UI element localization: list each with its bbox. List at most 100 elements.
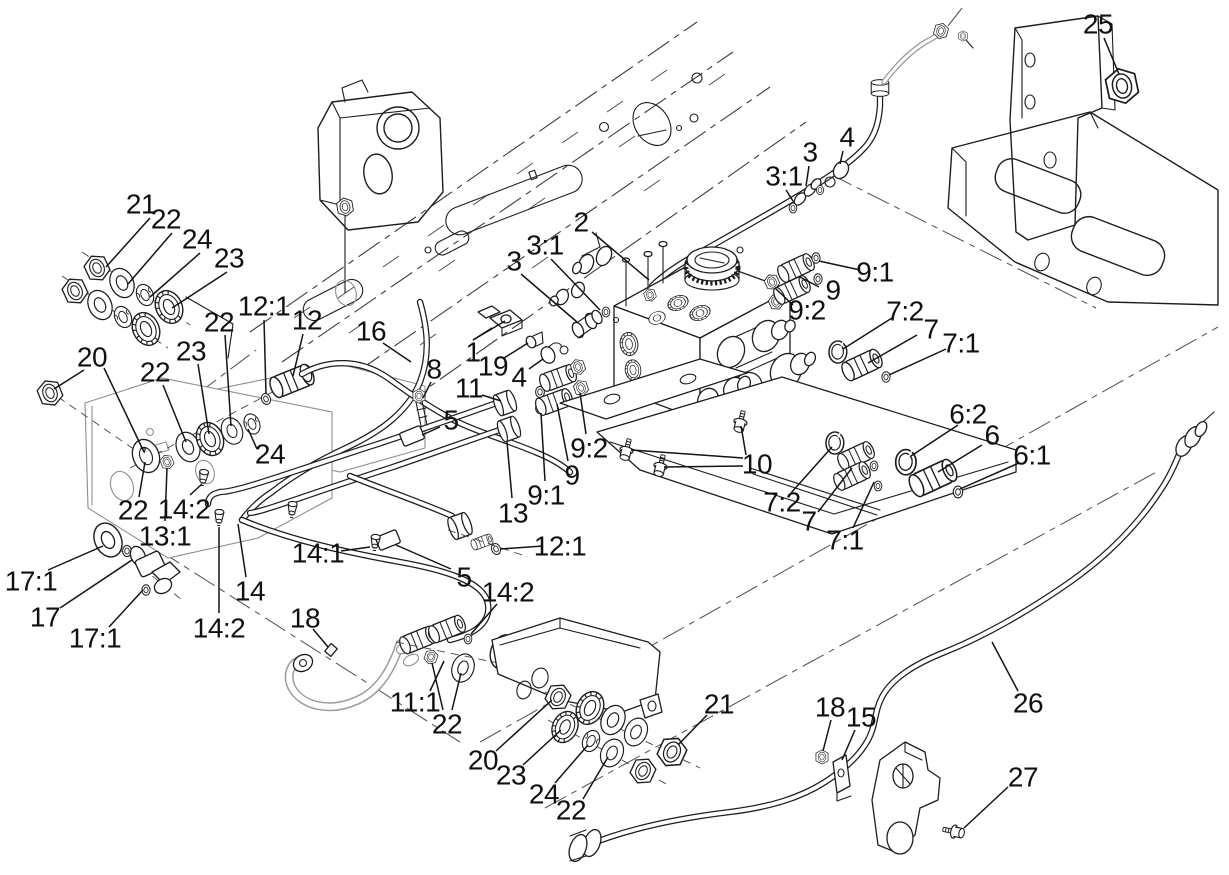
callout-label-14:2: 14:2 bbox=[158, 494, 211, 525]
callout-label-9:2: 9:2 bbox=[570, 433, 607, 464]
callout-leader-23 bbox=[197, 363, 210, 435]
callout-leader-20 bbox=[103, 367, 145, 453]
callout-label-25: 25 bbox=[1083, 9, 1113, 40]
callout-label-3:1: 3:1 bbox=[765, 161, 802, 192]
callout-label-22: 22 bbox=[151, 204, 181, 235]
callout-label-2: 2 bbox=[573, 207, 588, 238]
bolt-27 bbox=[941, 822, 967, 841]
callout-leader-7:1 bbox=[852, 481, 875, 529]
callout-label-7:1: 7:1 bbox=[942, 328, 979, 359]
callout-label-24: 24 bbox=[255, 439, 285, 470]
lock-ring-7-2 bbox=[828, 340, 848, 364]
callout-label-13:1: 13:1 bbox=[139, 521, 192, 552]
callout-label-23: 23 bbox=[214, 243, 244, 274]
nut bbox=[422, 647, 440, 667]
callout-label-24: 24 bbox=[182, 224, 212, 255]
callout-label-5: 5 bbox=[456, 562, 471, 593]
callout-label-22: 22 bbox=[204, 307, 234, 338]
callout-leader-7 bbox=[867, 334, 918, 364]
nut-18 bbox=[815, 749, 829, 765]
callout-leader-10 bbox=[663, 465, 744, 468]
hose-11-1-group bbox=[284, 613, 543, 712]
parts-1-19-4 bbox=[477, 305, 611, 364]
o-ring-7-1 bbox=[881, 371, 891, 383]
callout-label-15: 15 bbox=[846, 702, 876, 733]
callout-leader-2 bbox=[591, 231, 650, 281]
callout-leader-20 bbox=[495, 699, 553, 752]
callout-leader-7:2 bbox=[842, 317, 893, 350]
callout-leader-24 bbox=[149, 252, 201, 298]
callout-label-19: 19 bbox=[478, 351, 508, 382]
tube-11-upper bbox=[204, 396, 509, 508]
tube-16 bbox=[238, 298, 430, 524]
callout-label-3: 3 bbox=[506, 246, 521, 277]
callout-label-22: 22 bbox=[118, 495, 148, 526]
top-stems bbox=[621, 240, 668, 307]
callout-leader-9 bbox=[799, 276, 820, 288]
callout-leader-13 bbox=[506, 441, 513, 499]
callout-label-9:2: 9:2 bbox=[788, 295, 825, 326]
cylinder-mount-box bbox=[317, 79, 444, 307]
top-right-small-parts bbox=[788, 160, 850, 214]
callout-leader-6:2 bbox=[910, 424, 959, 457]
callout-label-22: 22 bbox=[432, 709, 462, 740]
callout-label-8: 8 bbox=[426, 354, 441, 385]
callout-leader-22 bbox=[224, 334, 232, 427]
callout-label-9: 9 bbox=[825, 275, 840, 306]
callout-label-16: 16 bbox=[356, 316, 386, 347]
callout-label-14:2: 14:2 bbox=[482, 577, 535, 608]
o-ring-7-1 bbox=[873, 480, 883, 492]
callout-label-6:1: 6:1 bbox=[1013, 440, 1050, 471]
callout-label-20: 20 bbox=[77, 342, 107, 373]
clamp-spacer-5 bbox=[399, 425, 425, 447]
callout-leader-22 bbox=[451, 672, 462, 711]
callout-label-7:1: 7:1 bbox=[826, 525, 863, 556]
callout-leader-11 bbox=[481, 394, 502, 402]
callout-label-6:2: 6:2 bbox=[949, 399, 986, 430]
callout-label-4: 4 bbox=[839, 122, 854, 153]
callout-label-21: 21 bbox=[704, 689, 734, 720]
callout-label-7: 7 bbox=[923, 314, 938, 345]
callout-leader-27 bbox=[963, 786, 1009, 829]
frame-rail-holes bbox=[302, 72, 703, 322]
frame-rail bbox=[249, 21, 807, 431]
o-ring-3-1 bbox=[601, 306, 611, 318]
fitting-7-upper bbox=[828, 340, 891, 384]
callout-leader-22 bbox=[582, 756, 609, 800]
callout-label-20: 20 bbox=[468, 745, 498, 776]
valve-mount-bracket bbox=[559, 358, 1017, 535]
callout-leader-12:1 bbox=[263, 319, 267, 395]
clip-18 bbox=[324, 642, 338, 658]
callout-leader-4 bbox=[528, 358, 544, 370]
tube-26-nut bbox=[568, 828, 602, 863]
clamp-15-group bbox=[815, 749, 852, 802]
callout-label-7:2: 7:2 bbox=[763, 487, 800, 518]
callout-label-12: 12 bbox=[292, 305, 322, 336]
callout-leader-17:1 bbox=[108, 589, 144, 628]
callout-label-23: 23 bbox=[496, 760, 526, 791]
callout-leader-22 bbox=[431, 662, 444, 711]
callout-label-17:1: 17:1 bbox=[5, 566, 58, 597]
callout-label-7:2: 7:2 bbox=[886, 296, 923, 327]
ferrule bbox=[469, 532, 495, 552]
callout-label-18: 18 bbox=[815, 692, 845, 723]
callout-label-12:1: 12:1 bbox=[238, 291, 291, 322]
callout-leader-7:2 bbox=[790, 446, 833, 494]
hex-nut-20 bbox=[34, 376, 66, 410]
callout-leader-9:1 bbox=[540, 412, 546, 482]
tube-13-end bbox=[346, 472, 529, 558]
frame-rail-hatch bbox=[293, 69, 726, 346]
callout-leader-6:1 bbox=[959, 462, 1020, 490]
fitting-17-group bbox=[87, 517, 183, 601]
callout-label-11:1: 11:1 bbox=[390, 687, 440, 718]
callout-label-17:1: 17:1 bbox=[69, 623, 122, 654]
bracket-bottom-right bbox=[871, 741, 967, 855]
pedal-bracket bbox=[947, 111, 1219, 306]
callout-leader-7:1 bbox=[888, 348, 947, 376]
callout-leader-9:2 bbox=[579, 392, 587, 435]
elbow-fitting-17 bbox=[129, 545, 181, 595]
o-ring-7-1 bbox=[869, 460, 879, 472]
callout-leader-21 bbox=[677, 714, 708, 746]
callout-label-14: 14 bbox=[235, 576, 265, 607]
cap-4-top bbox=[816, 160, 850, 195]
